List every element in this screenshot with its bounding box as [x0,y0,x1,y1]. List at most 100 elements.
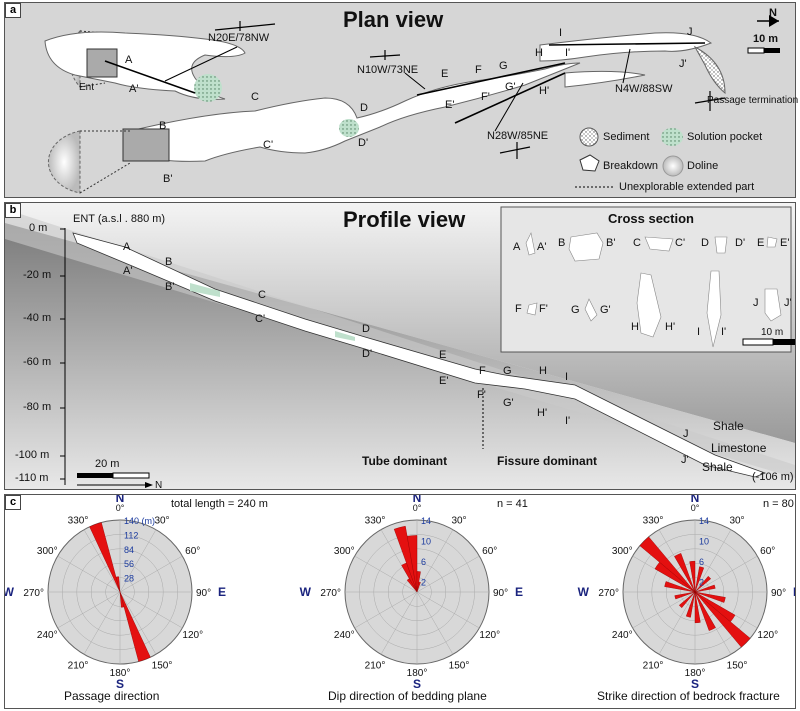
section-label: F [475,64,482,76]
rose-petal [115,576,121,593]
orientation-label: N20E/78NW [208,32,270,44]
section-label: J' [679,58,687,70]
depth-tick-label: -110 m [15,472,49,484]
ring-label: 10 [699,537,709,547]
section-label: C [251,91,259,103]
rose-spoke [380,591,418,655]
rose-petal [694,584,716,593]
cardinal-e: E [515,585,523,599]
rose-petal [119,591,125,608]
rose-spoke [416,555,480,593]
rose-spoke [694,555,758,593]
rose-petal [664,581,696,593]
angle-label: 180° [110,668,131,679]
xsec-label: G' [600,304,611,316]
angle-label: 180° [685,668,706,679]
angle-label: 150° [152,661,173,672]
rose-spoke [694,529,732,593]
angle-label: 180° [407,668,428,679]
rose-petal [674,591,696,600]
rose-petal [694,591,736,623]
angle-label: 330° [643,515,664,526]
rose-petal [694,591,701,624]
plan-passage-main [129,62,581,162]
cardinal-w: W [300,585,312,599]
orientation-label: N10W/73NE [357,64,419,76]
rose-spoke [83,529,121,593]
entrance-elevation: ENT (a.s.l . 880 m) [73,213,166,225]
section-label: J [683,428,689,440]
plan-scale-label: 10 m [753,33,779,45]
north-arrow-plan [757,15,779,27]
section-label: G' [505,81,516,93]
rose-petal [406,578,418,593]
section-label: B [165,256,173,268]
profile-north-label: N [155,480,163,491]
xsec-label: E' [780,237,790,249]
rose-diagrams: 30°60°120°150°210°240°300°330°0°90°180°2… [5,495,795,691]
panel-tag-a: a [5,3,21,18]
rose-petal [406,535,418,593]
angle-label: 300° [334,546,355,557]
section-label: I [565,371,569,383]
rose-petal [694,566,705,593]
section-label: A' [129,83,139,95]
profile-section [5,203,795,489]
cross-section-shapes [525,232,782,348]
cross-section-scale-label: 10 m [761,327,784,338]
rose-petal [678,591,696,609]
section-label: A [125,54,133,66]
rose-spoke [83,591,121,655]
legend-unexplorable-label: Unexplorable extended part [619,181,755,193]
angle-label: 330° [365,515,386,526]
rose-spoke [658,591,696,655]
section-label: E' [445,99,455,111]
xsec-label: H [631,321,639,333]
legend-sediment-swatch [579,127,599,147]
angle-label: 210° [365,661,386,672]
xsec-label: A [513,241,521,253]
rose-spoke [57,591,121,629]
section-label: D [360,102,368,114]
panel-tag-b: b [5,203,21,218]
section-label: F' [477,389,486,401]
profile-scale-label: 20 m [95,458,120,470]
depth-tick-label: -20 m [23,269,52,281]
cardinal-n: N [116,495,125,505]
orientation-label: N4W/88SW [615,83,673,95]
depth-tick-label: -80 m [23,401,52,413]
section-label: H [539,365,547,377]
plan-scale-bar [747,47,780,54]
ring-label: 10 [421,537,431,547]
end-depth-label: (-106 m) [752,471,794,483]
xsec-label: H' [665,321,676,333]
rose-spoke [119,555,183,593]
angle-label: 150° [727,661,748,672]
angle-label: 240° [334,630,355,641]
plan-map [44,15,780,194]
rose-petal [694,591,726,603]
angle-label: 30° [729,515,744,526]
rose-petal [639,536,696,593]
rose-petal [401,562,418,593]
entrance-label: Ent [79,82,95,93]
orientation-label: N28W/85NE [487,130,549,142]
cardinal-w: W [5,585,15,599]
rose-caption: Dip direction of bedding plane [328,689,487,703]
cardinal-s: S [413,677,421,691]
cross-section-title: Cross section [608,211,694,226]
ring-label: 14 [421,516,431,526]
xsec-label: B' [606,237,616,249]
xsec-label: C [633,237,641,249]
angle-label: 0° [691,503,700,513]
ring-label: 28 [124,574,134,584]
angle-label: 240° [37,630,58,641]
angle-label: 30° [451,515,466,526]
ring-label: 56 [124,559,134,569]
rose-spoke [416,591,480,629]
angle-label: 60° [760,546,775,557]
rose-caption: Strike direction of bedrock fracture [597,689,780,703]
orientation-line-n20e [104,60,196,94]
panel-tag-c: c [5,495,21,510]
section-label: H [535,47,543,59]
